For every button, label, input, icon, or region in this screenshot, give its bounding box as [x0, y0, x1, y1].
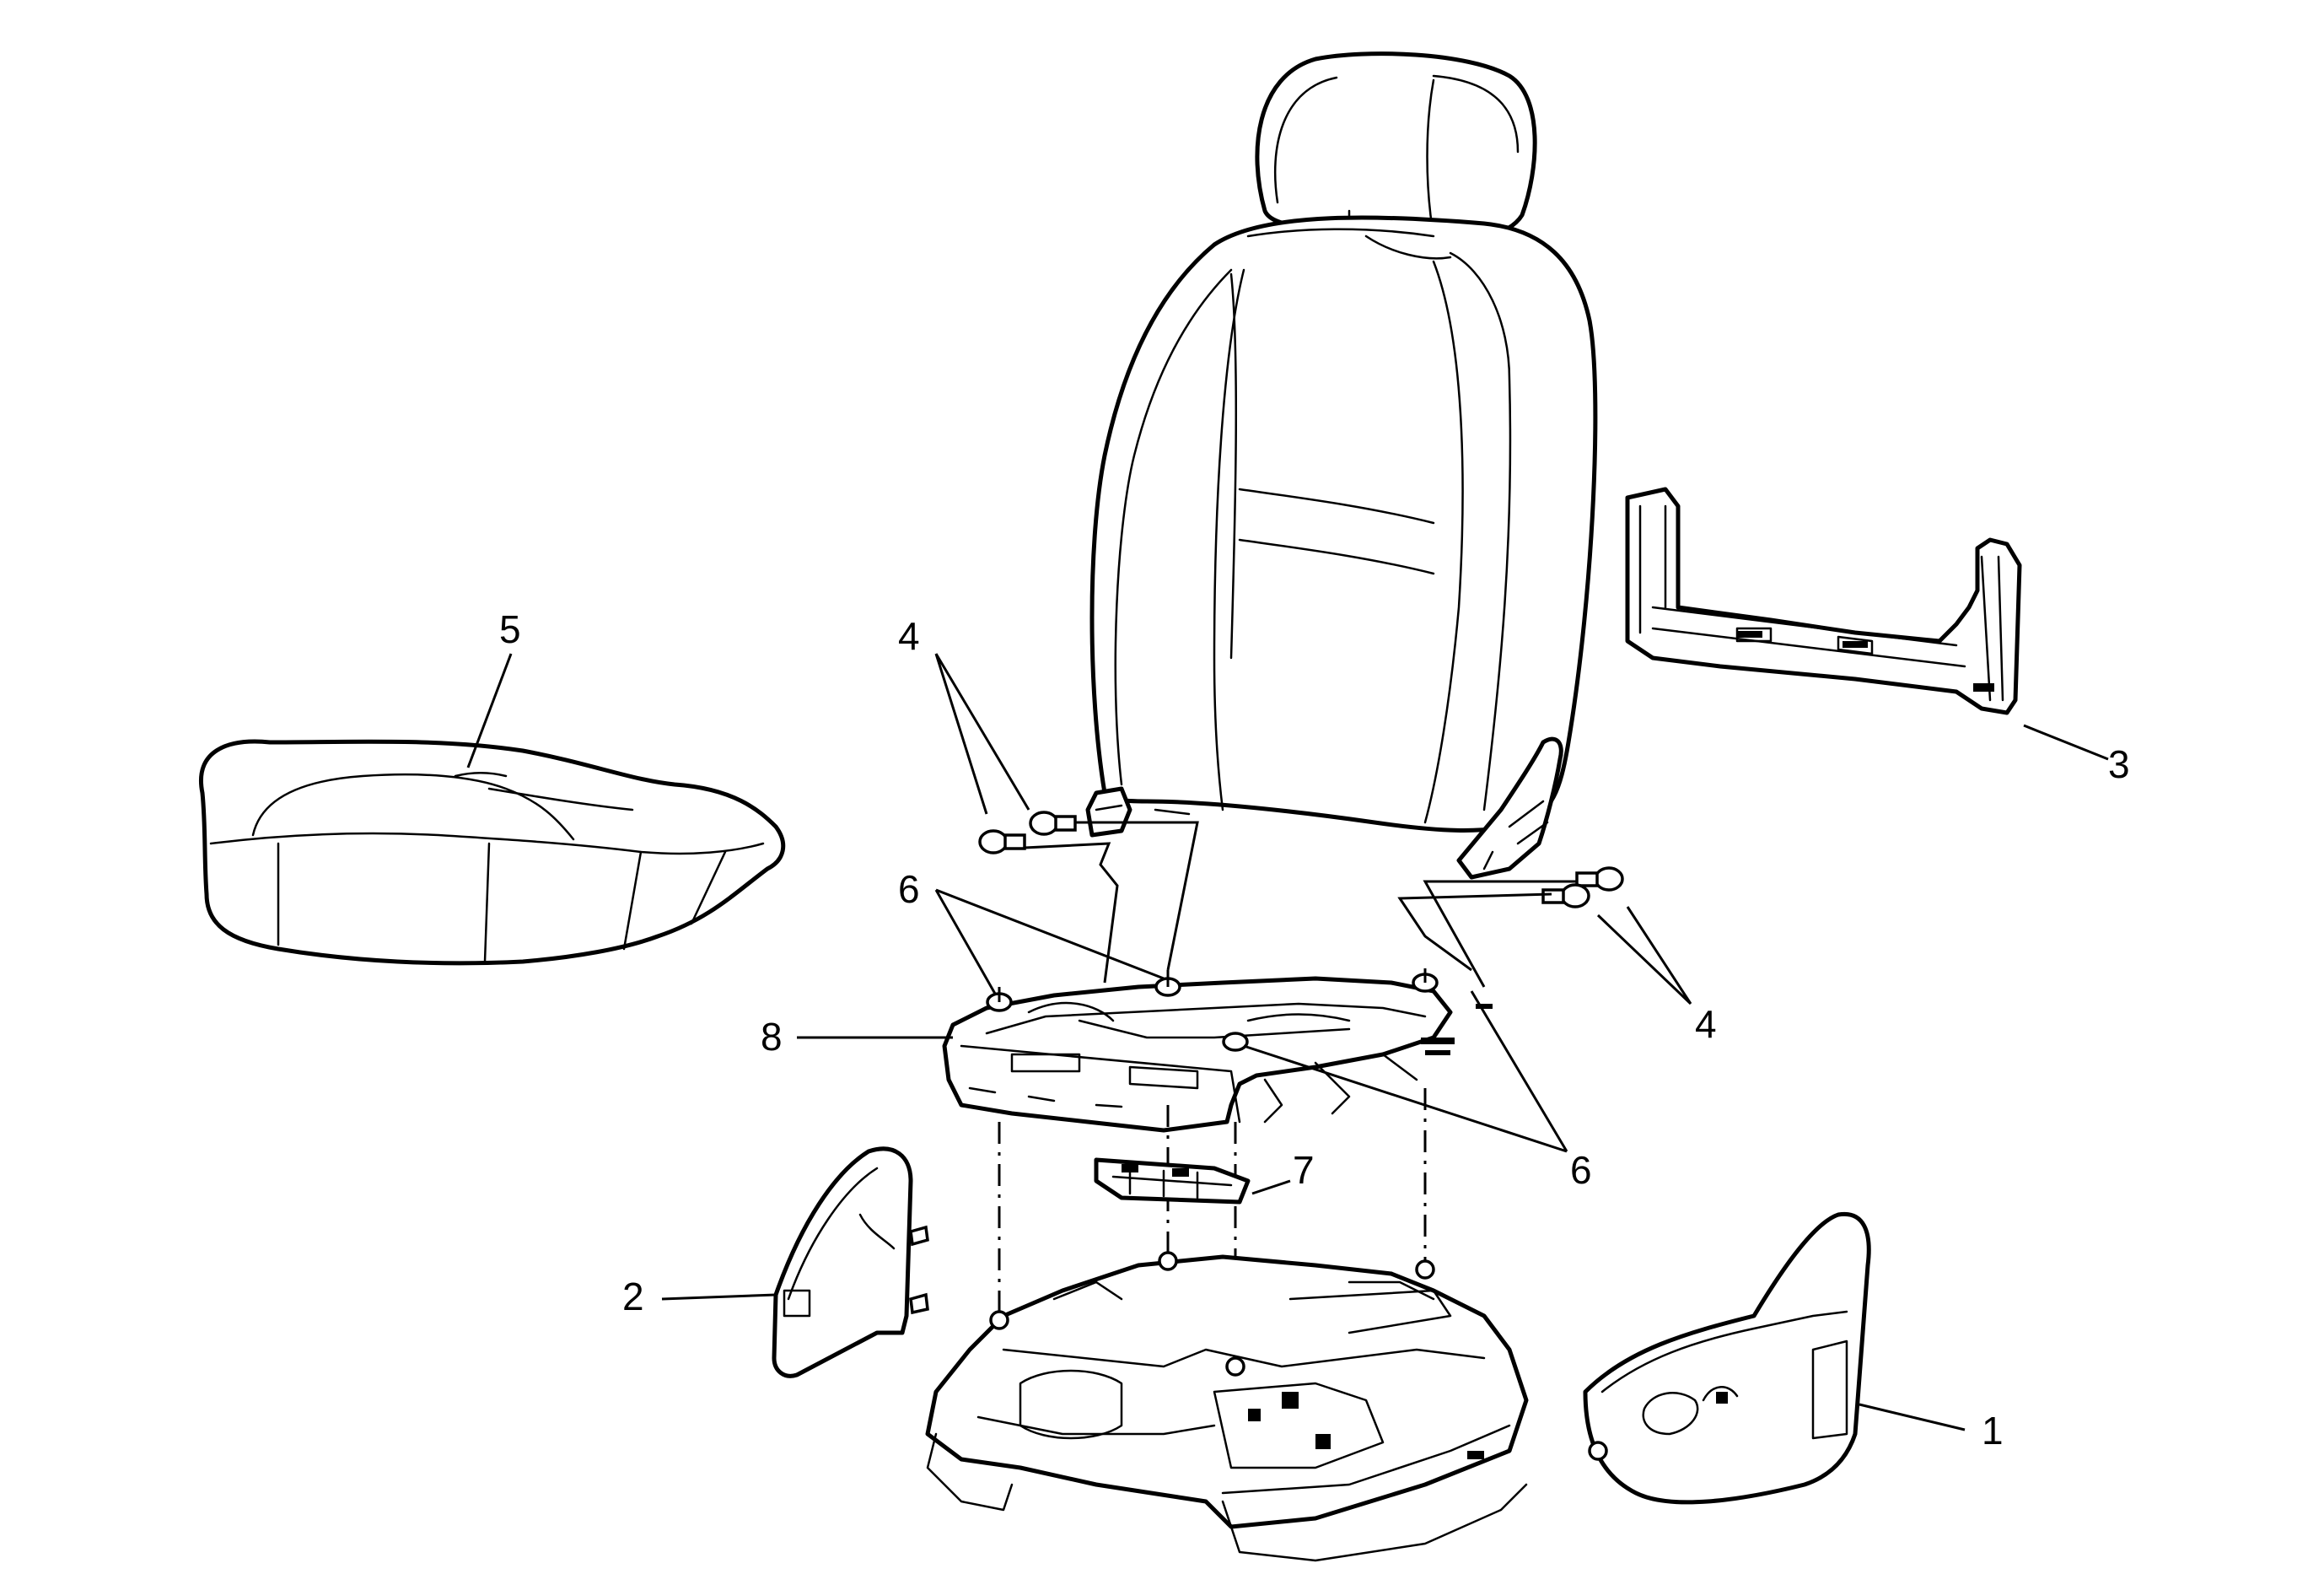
- bolts-left: [978, 811, 1077, 854]
- seat-side-panel-right: [1583, 1211, 1871, 1505]
- seat-frame: [942, 976, 1493, 1133]
- frame-nuts: [986, 968, 1439, 1052]
- callout-4-lower: 4: [1695, 1002, 1717, 1046]
- callout-2: 2: [622, 1275, 644, 1318]
- callout-6-upper: 6: [898, 867, 920, 911]
- callout-7: 7: [1293, 1148, 1315, 1192]
- bracket: [1094, 1157, 1251, 1205]
- alignment-lines: [1024, 821, 1577, 988]
- bolts-right: [1541, 866, 1624, 908]
- callout-5: 5: [499, 607, 521, 651]
- seat-side-panel-left: [772, 1146, 929, 1378]
- callout-8: 8: [761, 1015, 783, 1059]
- callout-labels: 1 2 3 4 4 5 6 6 7 8: [499, 607, 2130, 1453]
- callout-4-upper: 4: [898, 614, 920, 658]
- seat-cushion: [199, 739, 786, 966]
- leader-lines: [466, 653, 2109, 1431]
- callout-6-lower: 6: [1570, 1148, 1592, 1192]
- seat-adjuster-track: [925, 1251, 1529, 1562]
- callout-3: 3: [2108, 742, 2130, 786]
- callout-1: 1: [1982, 1409, 2004, 1453]
- seat-back: [1085, 51, 1598, 880]
- seat-back-support-bar: [1625, 487, 2022, 715]
